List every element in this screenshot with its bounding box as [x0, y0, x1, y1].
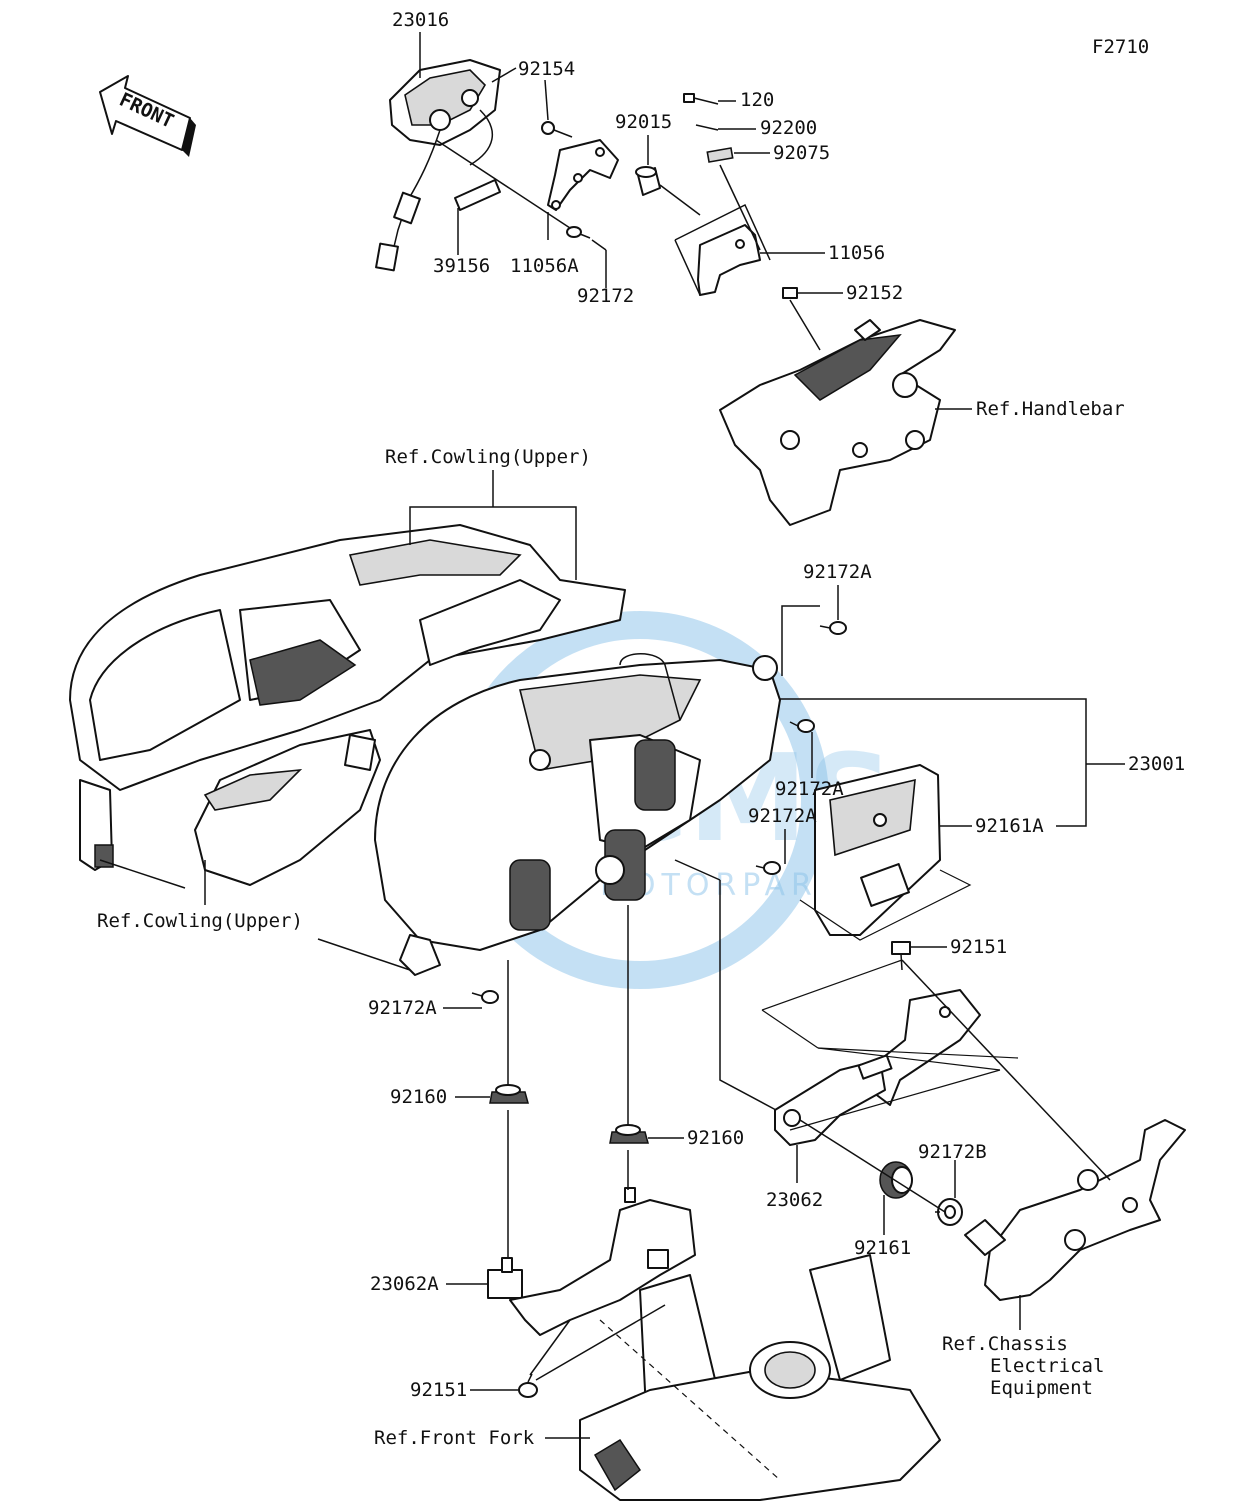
right-stay-bracket [869, 989, 981, 1106]
label-23001: 23001 [1128, 753, 1185, 775]
label-39156: 39156 [433, 255, 490, 277]
part-92152-collar [782, 287, 798, 299]
part-92075-spacer [706, 147, 734, 163]
leader-lines [99, 32, 1125, 1481]
part-92172A-screw-mid2 [755, 861, 781, 875]
part-92160-grommet-left [489, 1084, 529, 1104]
ref-chassis-line2: Electrical [990, 1355, 1104, 1377]
label-92151-right: 92151 [950, 936, 1007, 958]
part-92161-grommet [879, 1161, 913, 1199]
ref-cowling-upper-left: Ref.Cowling(Upper) [97, 910, 303, 932]
part-39156-plate [454, 179, 501, 211]
part-11056A-bracket [547, 139, 619, 211]
label-92015: 92015 [615, 111, 672, 133]
cowling-upper [69, 524, 626, 791]
label-11056A: 11056A [510, 255, 579, 277]
part-120-bolt [683, 93, 719, 105]
label-92151-bottom: 92151 [410, 1379, 467, 1401]
label-92172B: 92172B [918, 1141, 987, 1163]
label-92200: 92200 [760, 117, 817, 139]
part-23016-switch [375, 59, 501, 272]
label-92172A-low: 92172A [368, 997, 437, 1019]
label-120: 120 [740, 89, 774, 111]
part-92160-grommet-mid [609, 1124, 649, 1144]
ref-cowling-upper-top: Ref.Cowling(Upper) [385, 446, 591, 468]
cowling-side-panel [79, 729, 381, 886]
part-92172A-screw-low [471, 990, 499, 1004]
part-92154-screw [541, 121, 573, 138]
ref-chassis-line3: Equipment [990, 1377, 1093, 1399]
label-92172: 92172 [577, 285, 634, 307]
label-23016: 23016 [392, 9, 449, 31]
part-92161A-damper [814, 764, 941, 936]
ref-front-fork: Ref.Front Fork [374, 1427, 535, 1449]
label-11056: 11056 [828, 242, 885, 264]
label-92152: 92152 [846, 282, 903, 304]
label-92160-left: 92160 [390, 1086, 447, 1108]
part-92151-bolt-right [891, 941, 911, 971]
part-23062-bracket [774, 1054, 893, 1146]
label-92161A: 92161A [975, 815, 1044, 837]
part-labels: 23016 92154 120 92015 92200 92075 11056 … [97, 9, 1185, 1449]
part-92172B-washer [935, 1198, 963, 1226]
part-92151-bolt-bottom [518, 1373, 538, 1398]
label-92160-mid: 92160 [687, 1127, 744, 1149]
part-92015-spacer [635, 166, 661, 196]
part-92172A-screw-mid1 [789, 719, 815, 733]
label-23062: 23062 [766, 1189, 823, 1211]
part-92172-screw [566, 226, 591, 239]
front-fork-assembly [579, 1254, 941, 1501]
part-23001-headlight [374, 653, 781, 976]
handlebar-clamp [719, 319, 956, 526]
ref-handlebar: Ref.Handlebar [976, 398, 1125, 420]
part-92200-washer [695, 124, 719, 131]
label-92172A-mid1: 92172A [775, 778, 844, 800]
front-direction-arrow: FRONT [99, 75, 196, 157]
label-92154: 92154 [518, 58, 575, 80]
chassis-bracket [964, 1119, 1186, 1301]
part-11056-bracket [697, 224, 761, 296]
label-92172A-mid2: 92172A [748, 805, 817, 827]
part-92172A-screw-top [819, 621, 847, 635]
ref-chassis-line1: Ref.Chassis [942, 1333, 1068, 1355]
label-92161: 92161 [854, 1237, 911, 1259]
figure-code: F2710 [1092, 36, 1149, 58]
label-92075: 92075 [773, 142, 830, 164]
label-23062A: 23062A [370, 1273, 439, 1295]
label-92172A-top: 92172A [803, 561, 872, 583]
